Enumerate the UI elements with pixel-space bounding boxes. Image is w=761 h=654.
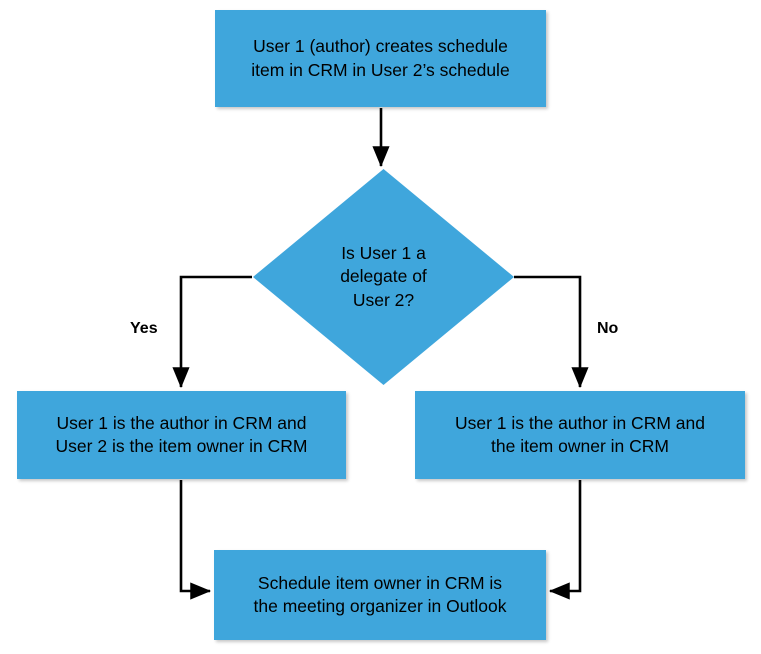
node-start-line-2: item in CRM in User 2’s schedule <box>251 59 510 80</box>
edge-decision-to-yes <box>172 275 252 389</box>
node-decision-label: Is User 1 a delegate of User 2? <box>300 242 467 312</box>
node-yes-branch-line-2: User 2 is the item owner in CRM <box>55 436 308 456</box>
node-decision[interactable]: Is User 1 a delegate of User 2? <box>253 169 514 385</box>
node-result-line-2: the meeting organizer in Outlook <box>253 596 507 616</box>
node-start-line-1: User 1 (author) creates schedule <box>253 36 508 57</box>
edge-yes-to-result <box>179 480 212 600</box>
node-no-branch-line-2: the item owner in CRM <box>491 436 669 456</box>
node-decision-line-1: Is User 1 a <box>341 242 426 263</box>
edge-no-to-result <box>548 480 582 600</box>
node-yes-branch[interactable]: User 1 is the author in CRM and User 2 i… <box>17 391 346 479</box>
edge-label-yes: Yes <box>130 320 158 337</box>
node-result[interactable]: Schedule item owner in CRM is the meetin… <box>214 550 546 640</box>
node-yes-branch-line-1: User 1 is the author in CRM and <box>56 412 307 433</box>
edge-label-no: No <box>597 320 619 337</box>
node-start[interactable]: User 1 (author) creates schedule item in… <box>215 10 546 107</box>
node-result-line-1: Schedule item owner in CRM is <box>257 572 503 593</box>
node-decision-line-2: delegate of <box>340 266 427 287</box>
edge-decision-to-no <box>514 275 589 389</box>
node-no-branch[interactable]: User 1 is the author in CRM and the item… <box>415 391 745 479</box>
node-decision-line-3: User 2? <box>352 289 415 310</box>
node-no-branch-line-1: User 1 is the author in CRM and <box>455 412 705 433</box>
